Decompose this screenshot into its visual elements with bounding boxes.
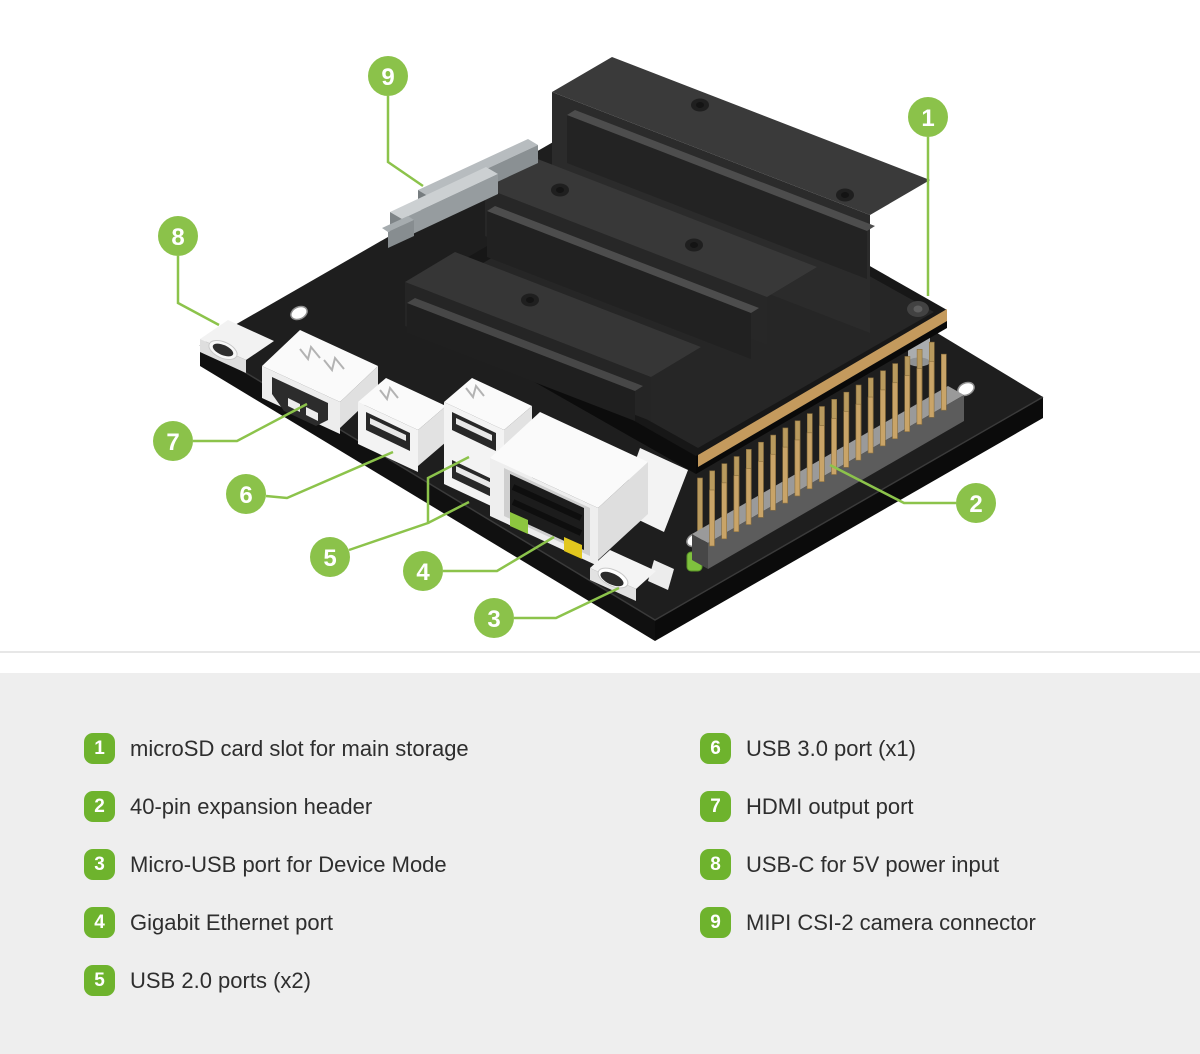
legend-badge: 4	[84, 907, 115, 938]
microsd-slot-area	[907, 301, 929, 317]
legend-badge: 7	[700, 791, 731, 822]
svg-text:9: 9	[381, 64, 394, 91]
legend-column-left: 1 microSD card slot for main storage 2 4…	[84, 733, 469, 996]
callout-9: 9	[368, 56, 424, 188]
legend-badge: 2	[84, 791, 115, 822]
legend-badge: 3	[84, 849, 115, 880]
callout-7: 7	[153, 402, 308, 461]
legend-item-microsd: 1 microSD card slot for main storage	[84, 733, 469, 764]
legend-item-expansion-header: 2 40-pin expansion header	[84, 791, 469, 822]
legend-label: HDMI output port	[746, 794, 914, 819]
svg-text:1: 1	[921, 105, 934, 132]
legend-label: MIPI CSI-2 camera connector	[746, 910, 1036, 935]
mount-hole	[290, 305, 308, 321]
header-pins-front	[709, 353, 947, 547]
heatsink	[405, 57, 930, 421]
legend-item-ethernet: 4 Gigabit Ethernet port	[84, 907, 469, 938]
legend-item-usb2: 5 USB 2.0 ports (x2)	[84, 965, 469, 996]
pcb-edge-highlight	[199, 344, 1044, 621]
legend-badge: 1	[84, 733, 115, 764]
svg-text:8: 8	[171, 224, 184, 251]
legend-badge: 9	[700, 907, 731, 938]
hdmi-port	[262, 330, 378, 434]
module-gold-edge	[698, 309, 947, 467]
micro-usb-port	[590, 550, 674, 601]
legend-label: USB 3.0 port (x1)	[746, 736, 916, 761]
legend-item-hdmi: 7 HDMI output port	[700, 791, 1036, 822]
svg-text:3: 3	[487, 606, 500, 633]
usb3-port	[358, 378, 446, 472]
callout-3: 3	[474, 586, 620, 638]
legend-panel: 1 microSD card slot for main storage 2 4…	[0, 673, 1200, 1054]
legend-label: Gigabit Ethernet port	[130, 910, 334, 935]
legend-badge: 5	[84, 965, 115, 996]
legend-label: Micro-USB port for Device Mode	[130, 852, 447, 877]
legend-column-right: 6 USB 3.0 port (x1) 7 HDMI output port 8…	[700, 733, 1036, 938]
callouts: 1 2 3 4 5	[153, 56, 996, 638]
callout-1: 1	[908, 97, 948, 296]
callout-4: 4	[403, 535, 555, 591]
legend-badge: 6	[700, 733, 731, 764]
callout-6: 6	[226, 450, 394, 514]
pcb-right-side	[655, 397, 1043, 641]
svg-text:6: 6	[239, 482, 252, 509]
usb-c-port	[200, 320, 274, 373]
legend-label: microSD card slot for main storage	[130, 736, 469, 761]
callout-8: 8	[158, 216, 220, 327]
ethernet-led-yellow	[564, 537, 582, 559]
section-divider	[0, 651, 1200, 653]
legend-label: USB 2.0 ports (x2)	[130, 968, 311, 993]
callout-5: 5	[310, 455, 470, 577]
legend-item-usb3: 6 USB 3.0 port (x1)	[700, 733, 1036, 764]
board-illustration: 1 2 3 4 5	[153, 56, 1044, 641]
callout-2: 2	[829, 463, 996, 523]
svg-text:4: 4	[416, 559, 430, 586]
legend-label: 40-pin expansion header	[130, 794, 373, 819]
legend-item-usbc: 8 USB-C for 5V power input	[700, 849, 1036, 880]
ethernet-led-green	[510, 512, 528, 534]
legend-item-micro-usb: 3 Micro-USB port for Device Mode	[84, 849, 469, 880]
svg-text:2: 2	[969, 491, 982, 518]
ethernet-port	[490, 412, 688, 566]
camera-connector	[382, 139, 538, 248]
legend-label: USB-C for 5V power input	[746, 852, 1000, 877]
svg-text:5: 5	[323, 545, 336, 572]
legend-badge: 8	[700, 849, 731, 880]
legend-item-camera: 9 MIPI CSI-2 camera connector	[700, 907, 1036, 938]
svg-text:7: 7	[166, 429, 179, 456]
